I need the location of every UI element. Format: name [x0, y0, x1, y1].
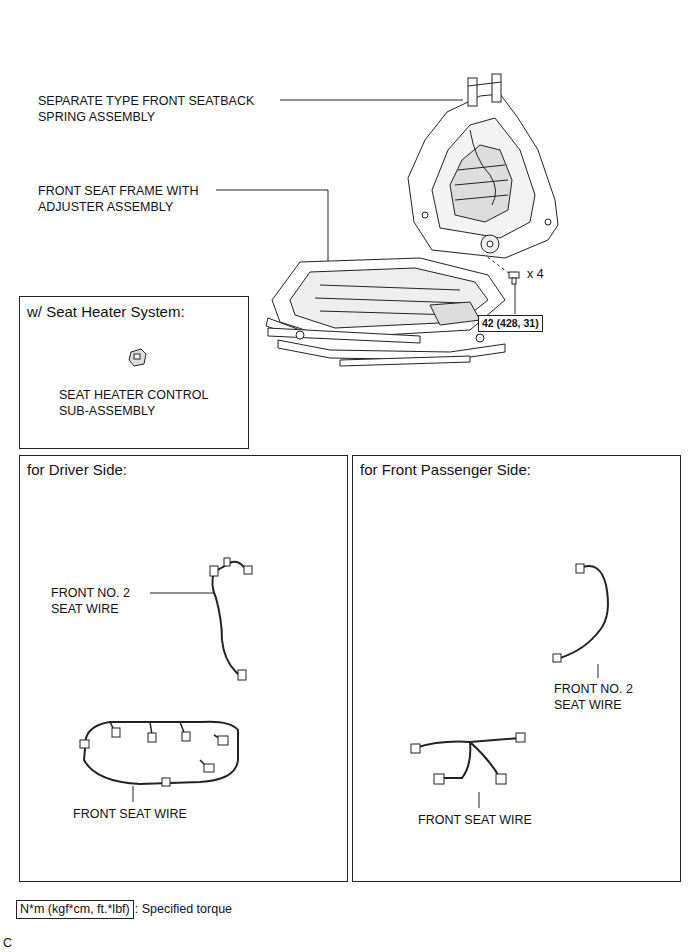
part-name: SEPARATE TYPE FRONT SEATBACK SPRING ASSE… — [38, 93, 278, 125]
heater-control-icon — [129, 349, 146, 366]
value-box: N*m (kgf*cm, ft.*lbf) — [16, 900, 134, 919]
quantity: x 4 — [527, 266, 544, 282]
section-heading: w/ Seat Heater System: — [27, 303, 185, 321]
part-name: FRONT NO. 2 SEAT WIRE — [51, 585, 151, 617]
part-name: FRONT SEAT FRAME WITH ADJUSTER ASSEMBLY — [38, 183, 228, 215]
wire-harness — [210, 558, 252, 680]
torque-unit: N*m (kgf*cm, ft.*lbf) — [20, 902, 130, 917]
part-name: SEAT HEATER CONTROL SUB-ASSEMBLY — [59, 387, 234, 419]
section-box: for Driver Side: FRONT NO. 2 SEAT WIRE FRO… — [19, 455, 348, 882]
section-heading: for Front Passenger Side: — [360, 461, 531, 479]
legend-note: : Specified torque — [135, 901, 232, 917]
value-box: 42 (428, 31) — [478, 315, 543, 332]
wire-harness — [553, 564, 608, 662]
seatback-frame — [408, 74, 558, 258]
torque-value: 42 (428, 31) — [482, 317, 539, 330]
bolt — [509, 272, 519, 284]
leader-lines — [133, 100, 598, 808]
figure-code: C — [3, 935, 12, 951]
part-name: FRONT NO. 2 SEAT WIRE — [554, 681, 654, 713]
part-name: FRONT SEAT WIRE — [73, 806, 213, 822]
part-name: FRONT SEAT WIRE — [418, 812, 558, 828]
wire-harness — [411, 733, 525, 784]
section-box: for Front Passenger Side: FRONT NO. 2 SEA… — [352, 455, 681, 882]
seat-frame — [266, 258, 505, 366]
section-box: w/ Seat Heater System: SEAT HEATER CONTRO… — [19, 296, 249, 449]
wire-harness — [80, 722, 238, 786]
section-heading: for Driver Side: — [27, 461, 127, 479]
